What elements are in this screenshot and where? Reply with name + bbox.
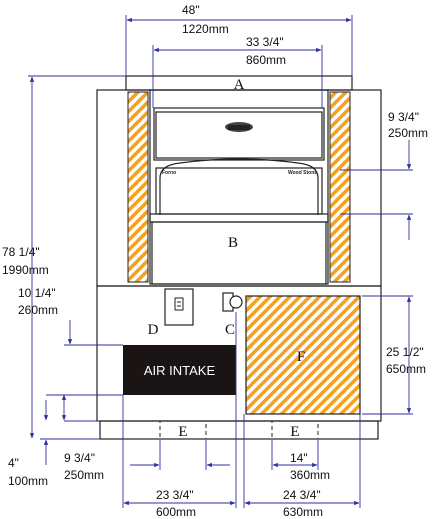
dim-bottom-left-in: 9 3/4"	[64, 451, 95, 465]
oven-badge-right: Wood Stone	[288, 170, 317, 176]
dim-upper-right-mm: 250mm	[388, 126, 428, 140]
dim-bottom-mid-left-mm: 600mm	[156, 505, 196, 519]
oven-window	[153, 107, 325, 161]
dim-left-mid-in: 10 1/4"	[18, 286, 56, 300]
gas-valve-icon	[229, 295, 243, 309]
label-b: B	[228, 235, 238, 251]
dim-upper-right-in: 9 3/4"	[388, 110, 419, 124]
oven-ledge	[149, 213, 329, 223]
label-e-right: E	[290, 424, 299, 440]
dim-bottom-left-mm: 250mm	[64, 468, 104, 482]
dim-overall-width-mm: 1220mm	[182, 22, 229, 36]
dim-overall-height-mm: 1990mm	[2, 263, 49, 277]
foot-e-left	[159, 420, 207, 440]
dim-base-in: 4"	[8, 456, 19, 470]
oven-door-b	[151, 221, 327, 285]
oven-handle-grip	[228, 125, 250, 130]
label-d: D	[148, 322, 159, 338]
dim-opening-width-in: 33 3/4"	[246, 35, 284, 49]
label-a: A	[234, 77, 245, 93]
dim-opening-width-mm: 860mm	[246, 53, 286, 67]
oven-badge-left: Forno	[162, 170, 176, 176]
air-intake-label: AIR INTAKE	[144, 363, 216, 378]
base-plinth	[99, 420, 379, 440]
dim-bottom-mid-right-mm: 630mm	[283, 505, 323, 519]
dim-bottom-right-mm: 360mm	[290, 468, 330, 482]
dim-bottom-right-in: 14"	[290, 451, 308, 465]
oven-frame	[149, 89, 329, 285]
dim-panel-height-mm: 650mm	[386, 362, 426, 376]
oven-window-inner	[155, 111, 323, 159]
label-e-left: E	[178, 424, 187, 440]
air-intake-box	[123, 345, 236, 395]
dim-left-mid-mm: 260mm	[18, 303, 58, 317]
dim-panel-height-in: 25 1/2"	[386, 345, 424, 359]
dim-bottom-mid-left-in: 23 3/4"	[156, 488, 194, 502]
label-c: C	[225, 322, 235, 338]
dim-bottom-mid-right-in: 24 3/4"	[283, 488, 321, 502]
panel-f	[245, 295, 361, 415]
foot-e-right	[271, 420, 319, 440]
oven-mouth-frame	[155, 167, 323, 215]
dimension-lines	[28, 15, 413, 508]
right-insulation-column	[329, 91, 351, 283]
dim-base-mm: 100mm	[8, 474, 48, 488]
switch-icon	[174, 297, 184, 311]
dim-overall-height-in: 78 1/4"	[2, 245, 40, 259]
oven-mouth-arch	[159, 158, 319, 215]
left-insulation-column	[127, 91, 149, 283]
dim-overall-width-in: 48"	[182, 3, 200, 17]
label-f: F	[297, 349, 305, 365]
